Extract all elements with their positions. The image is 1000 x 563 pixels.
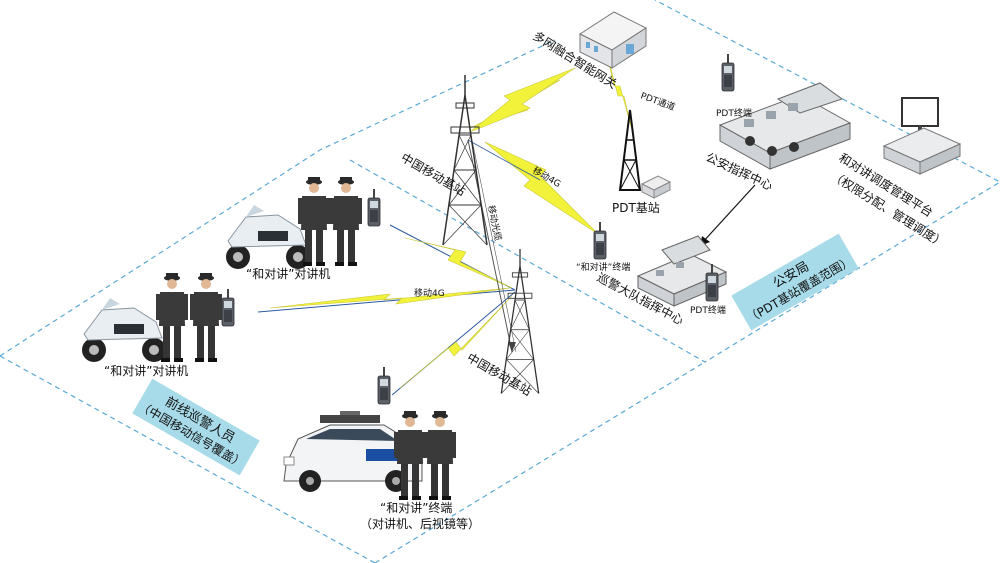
mobile-4g-mid-label: 移动4G xyxy=(414,287,445,299)
moto-top-label: “和对讲”对讲机 xyxy=(246,266,330,281)
pdt-station-label: PDT基站 xyxy=(612,201,660,215)
gateway-server-icon[interactable] xyxy=(578,11,648,69)
link-car-bottom-tower xyxy=(391,291,516,396)
link-top-tower-terminal xyxy=(484,141,599,235)
walkie-talkie-icon[interactable] xyxy=(721,53,735,92)
police-car-icon xyxy=(283,411,423,492)
cm-station-top-label: 中国移动基站 xyxy=(399,150,469,199)
walkie-talkie-icon[interactable] xyxy=(377,366,391,405)
moto-left-label: “和对讲”对讲机 xyxy=(104,363,188,378)
badge-frontline: 前线巡警人员 （中国移动信号覆盖） xyxy=(132,378,260,476)
pdt-channel-label: PDT通道 xyxy=(639,90,677,114)
walkie-talkie-icon[interactable] xyxy=(367,188,381,227)
link-moto-top-bottom-tower xyxy=(389,224,516,291)
walkie-talkie-icon[interactable] xyxy=(221,288,235,327)
walkie-talkie-icon[interactable] xyxy=(593,221,607,260)
police-motorcycle-icon xyxy=(225,204,311,270)
tower-tower-thin-links xyxy=(467,139,541,181)
public-security-command-center[interactable] xyxy=(718,82,852,170)
cm-tower-top[interactable] xyxy=(442,74,488,246)
link-gateway-top-tower xyxy=(469,67,576,133)
car-label-line1: “和对讲”终端 xyxy=(380,500,452,515)
pdt-terminal-top-label: PDT终端 xyxy=(716,107,752,119)
arrow-center-to-patrol xyxy=(700,184,756,246)
police-motorcycle-icon xyxy=(81,297,167,363)
police-officer-icon xyxy=(424,411,456,500)
link-moto-left-bottom-tower xyxy=(257,287,516,313)
pdt-station-icon[interactable] xyxy=(618,109,672,199)
monitor-icon[interactable] xyxy=(882,97,962,175)
pdt-terminal-right-label: PDT终端 xyxy=(690,304,726,316)
cm-station-bottom-label: 中国移动基站 xyxy=(465,350,535,399)
police-officer-icon xyxy=(330,177,362,266)
hdj-terminal-label: “和对讲”终端 xyxy=(576,261,630,273)
car-label-line2: （对讲机、后视镜等） xyxy=(360,516,480,531)
frontline-zone-border xyxy=(0,39,706,563)
fiber-link-line xyxy=(467,139,517,353)
police-officer-icon xyxy=(190,273,222,362)
badge-public-bureau: 公安局 （PDT基站覆盖范围） xyxy=(731,233,859,331)
